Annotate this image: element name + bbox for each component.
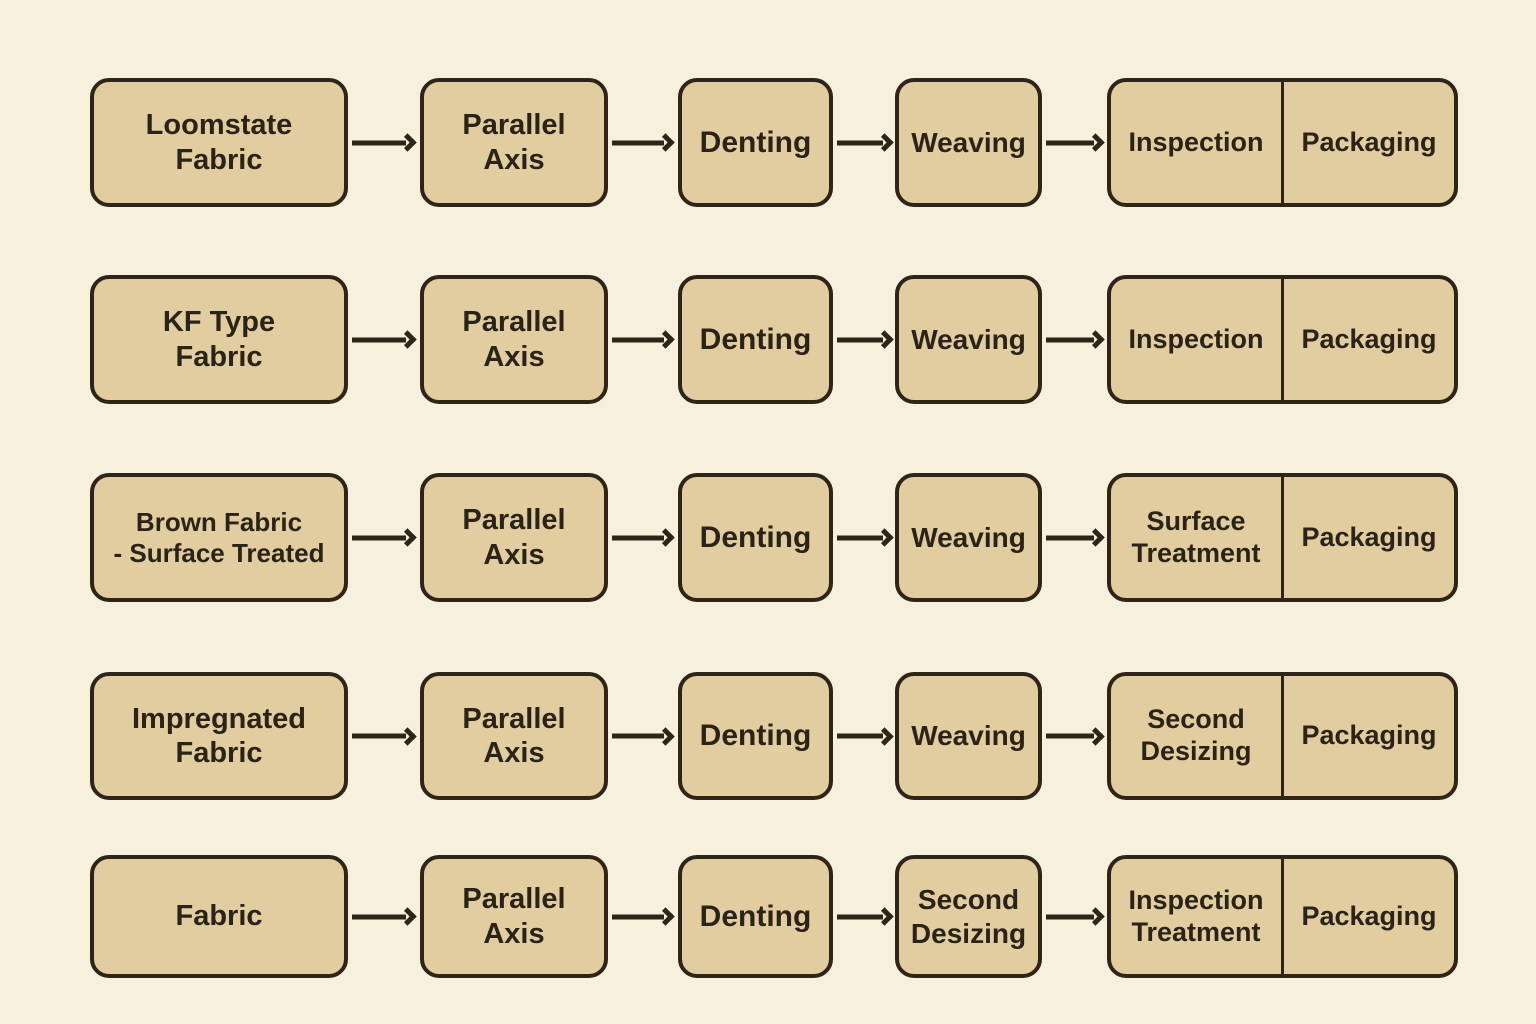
flow-row-impregnated: Impregnated Fabric Parallel Axis Denting…: [0, 672, 1536, 800]
node-weaving: Weaving: [895, 78, 1042, 207]
node-surface-treatment-packaging: Surface Treatment Packaging: [1107, 473, 1458, 602]
node-second-desizing: Second Desizing: [895, 855, 1042, 978]
arrow-right-icon: [837, 140, 883, 145]
arrow-right-icon: [1046, 914, 1094, 919]
node-weaving: Weaving: [895, 275, 1042, 404]
node-weaving: Weaving: [895, 473, 1042, 602]
arrow-right-icon: [352, 337, 406, 342]
arrow-right-icon: [1046, 733, 1094, 739]
cell-packaging: Packaging: [1301, 720, 1437, 751]
node-denting: Denting: [678, 855, 833, 978]
node-parallel-axis: Parallel Axis: [420, 672, 608, 800]
arrow-right-icon: [1046, 337, 1094, 342]
node-inspection-packaging: Inspection Packaging: [1107, 78, 1458, 207]
node-parallel-axis: Parallel Axis: [420, 78, 608, 207]
node-denting: Denting: [678, 473, 833, 602]
arrow-right-icon: [837, 337, 883, 342]
arrow-right-icon: [837, 733, 883, 739]
node-second-desizing-packaging: Second Desizing Packaging: [1107, 672, 1458, 800]
node-denting: Denting: [678, 672, 833, 800]
flow-row-kf-type: KF Type Fabric Parallel Axis Denting Wea…: [0, 275, 1536, 404]
cell-packaging: Packaging: [1301, 521, 1437, 552]
node-loomstate-fabric: Loomstate Fabric: [90, 78, 348, 207]
node-inspection-treatment-packaging: Inspection Treatment Packaging: [1107, 855, 1458, 978]
node-fabric: Fabric: [90, 855, 348, 978]
arrow-right-icon: [352, 140, 406, 145]
arrow-right-icon: [1046, 535, 1094, 540]
arrow-right-icon: [612, 337, 664, 342]
node-denting: Denting: [678, 78, 833, 207]
arrow-right-icon: [837, 535, 883, 540]
arrow-right-icon: [352, 535, 406, 540]
cell-packaging: Packaging: [1301, 323, 1437, 354]
node-weaving: Weaving: [895, 672, 1042, 800]
node-brown-fabric-surface-treated: Brown Fabric - Surface Treated: [90, 473, 348, 602]
node-parallel-axis: Parallel Axis: [420, 473, 608, 602]
node-parallel-axis: Parallel Axis: [420, 275, 608, 404]
arrow-right-icon: [352, 914, 406, 919]
arrow-right-icon: [1046, 140, 1094, 145]
node-denting: Denting: [678, 275, 833, 404]
cell-second-desizing: Second Desizing: [1111, 676, 1284, 796]
cell-surface-treatment: Surface Treatment: [1111, 477, 1284, 598]
cell-inspection-treatment: Inspection Treatment: [1111, 859, 1284, 974]
flow-row-fabric: Fabric Parallel Axis Denting Second Desi…: [0, 855, 1536, 978]
arrow-right-icon: [352, 733, 406, 739]
arrow-right-icon: [612, 140, 664, 145]
cell-packaging: Packaging: [1301, 900, 1437, 931]
arrow-right-icon: [837, 914, 883, 919]
cell-inspection: Inspection: [1111, 82, 1284, 203]
node-kf-type-fabric: KF Type Fabric: [90, 275, 348, 404]
arrow-right-icon: [612, 733, 664, 739]
node-impregnated-fabric: Impregnated Fabric: [90, 672, 348, 800]
node-inspection-packaging: Inspection Packaging: [1107, 275, 1458, 404]
flow-row-brown-fabric: Brown Fabric - Surface Treated Parallel …: [0, 473, 1536, 602]
node-parallel-axis: Parallel Axis: [420, 855, 608, 978]
arrow-right-icon: [612, 535, 664, 540]
flow-row-loomstate: Loomstate Fabric Parallel Axis Denting W…: [0, 78, 1536, 207]
cell-inspection: Inspection: [1111, 279, 1284, 400]
cell-packaging: Packaging: [1301, 126, 1437, 157]
arrow-right-icon: [612, 914, 664, 919]
